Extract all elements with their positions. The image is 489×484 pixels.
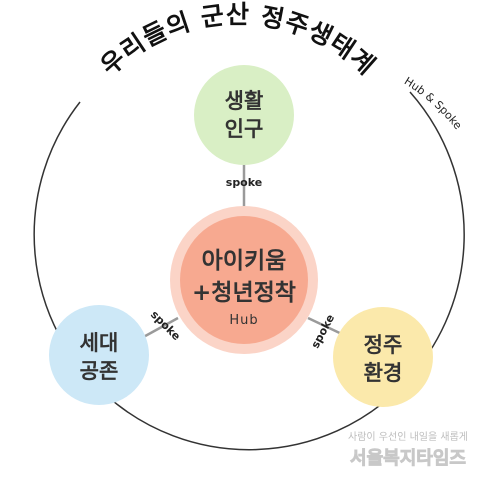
node-right-line2: 환경 (364, 361, 403, 385)
watermark-slogan: 사람이 우선인 내일을 새롭게 (348, 430, 468, 443)
node-left-line1: 세대 (80, 331, 119, 355)
node-left-circle (49, 305, 149, 405)
node-top-line1: 생활 (225, 89, 264, 113)
node-left-line2: 공존 (80, 359, 119, 383)
spoke-label-top: spoke (226, 176, 262, 189)
hub-inner-circle (180, 216, 308, 344)
node-top-circle (194, 65, 294, 165)
watermark-brand: 서울복지타임즈 (350, 448, 466, 469)
node-right-circle (333, 307, 433, 407)
node-right-line1: 정주 (364, 333, 403, 357)
spoke-label-right: spoke (309, 312, 338, 350)
hub-tag: Hub (229, 313, 258, 328)
hub-line1: 아이키움 (202, 248, 287, 274)
spoke-label-left: spoke (148, 308, 183, 343)
hub-line2: +청년정착 (192, 280, 296, 306)
outer-ring (33, 91, 465, 451)
node-top-line2: 인구 (225, 117, 264, 141)
